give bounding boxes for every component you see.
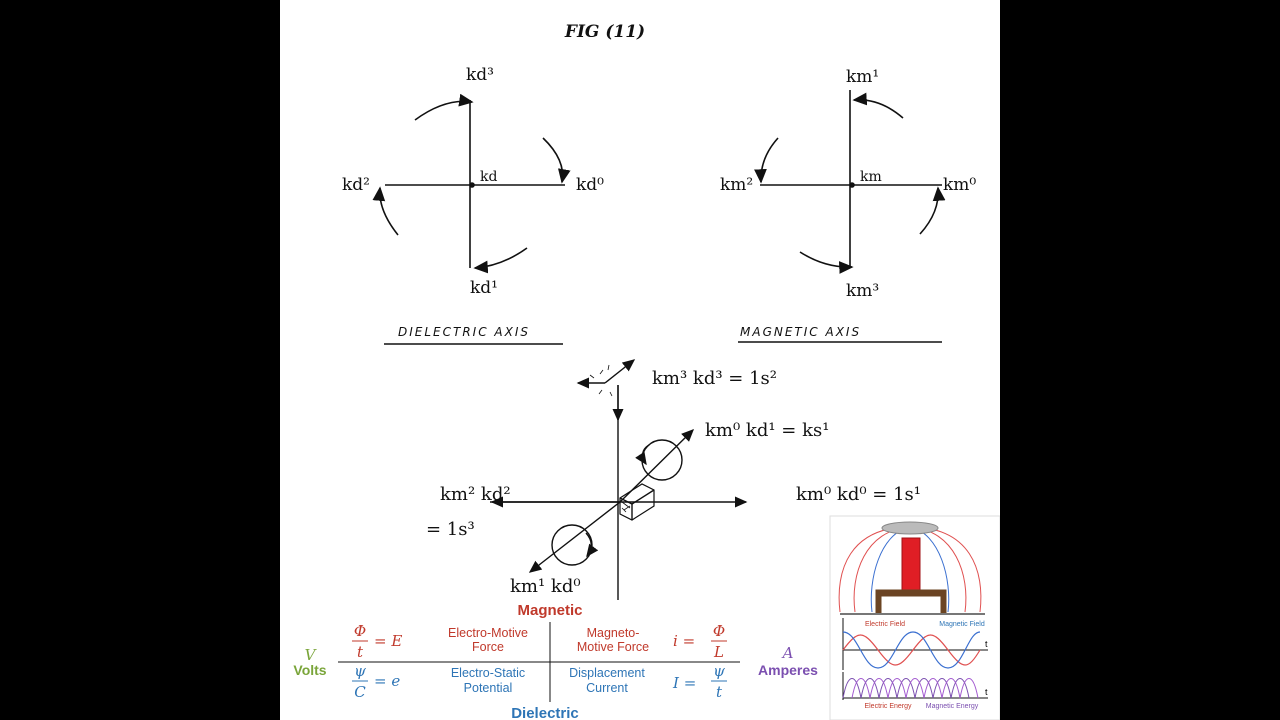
dielectric-bottom-label: kd¹ xyxy=(470,278,498,298)
magnetic-top-label: km¹ xyxy=(846,67,879,87)
mmf-formula-num: Φ xyxy=(713,622,725,640)
magnetic-energy-wave xyxy=(851,678,979,699)
mmf-formula-den: L xyxy=(713,643,724,661)
magnetic-diagram xyxy=(754,90,946,274)
time-axis-label: t xyxy=(985,639,988,649)
disp-formula-den: t xyxy=(716,683,723,701)
dielectric-right-label: kd⁰ xyxy=(576,175,604,195)
disp-formula-num: ψ xyxy=(713,662,725,680)
magnetic-field-label: Magnetic Field xyxy=(939,621,985,628)
disp-desc-line2: Current xyxy=(586,681,628,695)
equation-top: km³ kd³ = 1s² xyxy=(652,368,777,389)
electric-energy-wave xyxy=(842,678,970,699)
field-inset: Electric Field Magnetic Field t t Electr… xyxy=(829,515,1000,720)
figure-canvas: FIG (11) kd³ kd kd² kd⁰ kd¹ DIELECTRIC A… xyxy=(280,22,1000,720)
page: FIG (11) kd³ kd kd² kd⁰ kd¹ DIELECTRIC A… xyxy=(280,0,1000,720)
magnetic-bottom-label: km³ xyxy=(846,281,879,301)
amperes-symbol: A xyxy=(781,644,794,662)
dielectric-top-label: kd³ xyxy=(466,65,494,85)
magnetic-center-label: km xyxy=(860,169,882,185)
figure-title: FIG (11) xyxy=(564,22,645,42)
electric-field-label: Electric Field xyxy=(865,621,905,628)
emf-desc-line2: Force xyxy=(472,640,504,654)
emf-desc-line1: Electro-Motive xyxy=(448,626,528,640)
esp-desc-line1: Electro-Static xyxy=(451,666,525,680)
esp-formula-den: C xyxy=(354,683,366,701)
amperes-label: Amperes xyxy=(758,662,818,678)
disp-formula-lhs: I = xyxy=(672,674,696,692)
magnetic-field-wave xyxy=(842,631,981,669)
table-footer-dielectric: Dielectric xyxy=(511,705,579,720)
relations-table: Magnetic Dielectric V Volts A Amperes Φ … xyxy=(280,600,830,720)
magnetic-caption: MAGNETIC AXIS xyxy=(740,325,861,339)
emf-formula-num: Φ xyxy=(354,622,366,640)
three-axis-diagram xyxy=(490,359,748,600)
emf-formula-den: t xyxy=(357,643,364,661)
dielectric-left-label: kd² xyxy=(342,175,370,195)
disp-desc-line1: Displacement xyxy=(569,666,645,680)
magnet-illustration xyxy=(838,521,985,615)
energy-time-axis-label: t xyxy=(985,687,988,697)
dielectric-center-label: kd xyxy=(480,169,497,185)
emf-formula-rhs: = E xyxy=(374,632,402,650)
equation-left-a: km² kd² xyxy=(440,484,511,505)
esp-desc-line2: Potential xyxy=(464,681,513,695)
equation-bottom: km¹ kd⁰ xyxy=(510,576,581,597)
dielectric-diagram xyxy=(372,93,571,274)
mmf-desc-line2: Motive Force xyxy=(577,640,649,654)
magnetic-energy-label: Magnetic Energy xyxy=(926,703,979,710)
equation-right: km⁰ kd⁰ = 1s¹ xyxy=(796,484,921,505)
mmf-formula-lhs: i = xyxy=(673,632,695,650)
table-header-magnetic: Magnetic xyxy=(517,602,582,619)
dielectric-caption: DIELECTRIC AXIS xyxy=(398,325,530,339)
esp-formula-rhs: = e xyxy=(374,672,400,690)
equation-left-b: = 1s³ xyxy=(426,519,475,540)
mmf-desc-line1: Magneto- xyxy=(587,626,640,640)
volts-symbol: V xyxy=(305,646,318,664)
esp-formula-num: ψ xyxy=(354,662,366,680)
volts-label: Volts xyxy=(293,662,326,678)
electric-field-wave xyxy=(842,634,981,666)
electric-energy-label: Electric Energy xyxy=(864,703,912,710)
equation-upper-right: km⁰ kd¹ = ks¹ xyxy=(705,420,829,441)
magnetic-right-label: km⁰ xyxy=(943,175,976,195)
magnetic-left-label: km² xyxy=(720,175,753,195)
